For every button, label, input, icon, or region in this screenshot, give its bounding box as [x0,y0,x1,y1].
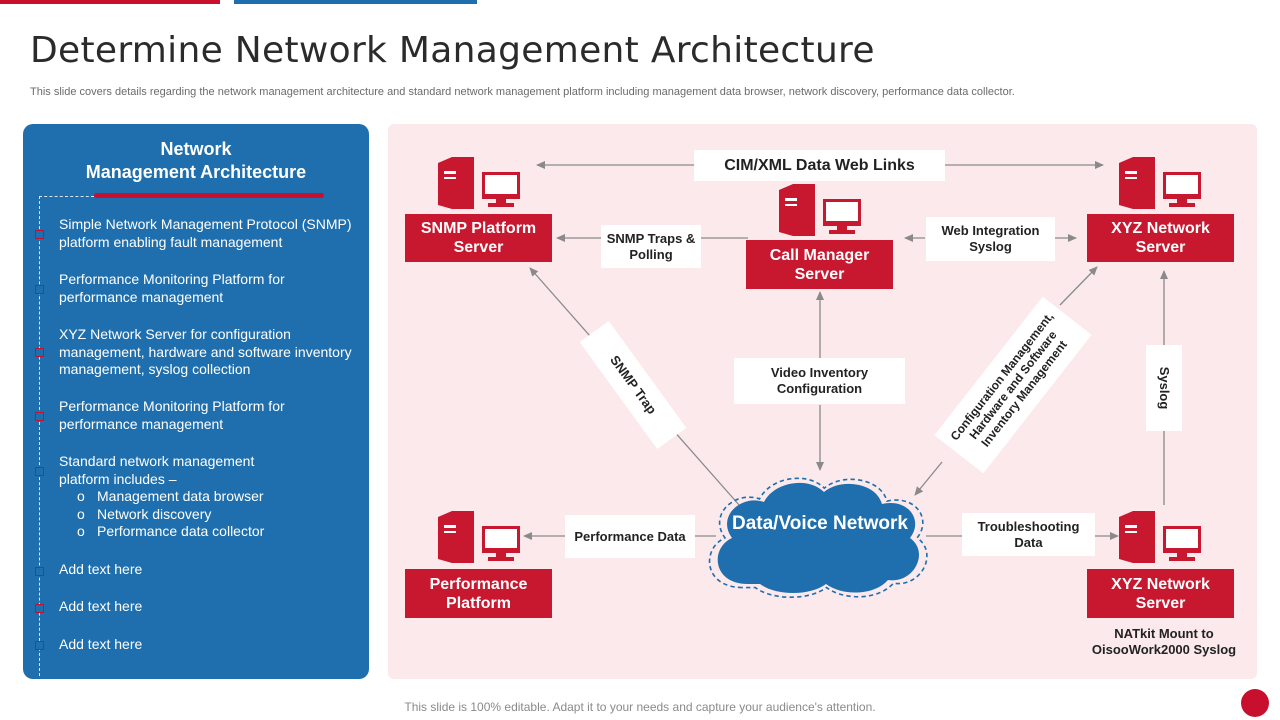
sub-list-item: Management data browser [59,488,289,506]
list-item: Add text here [59,561,143,577]
node-xyz-network-server-top: XYZ Network Server [1087,214,1234,262]
panel-title-line2: Management Architecture [85,162,307,182]
bullet-marker [35,567,44,576]
list-item: Add text here [59,598,143,614]
label-syslog: Syslog [1146,345,1182,431]
list-item: XYZ Network Server for configuration man… [59,326,352,377]
network-cloud-icon [708,477,928,598]
bullet-marker [35,641,44,650]
list-item: Performance Monitoring Platform for perf… [59,398,285,432]
computer-icon-snmp [438,157,520,209]
arrow-config-down [914,461,943,496]
page-title: Determine Network Management Architectur… [30,30,875,71]
computer-icon-xyz-bottom [1119,511,1201,563]
computer-icon-call-manager [779,184,861,236]
bullet-marker [35,348,44,357]
architecture-panel: Network Management Architecture Simple N… [23,124,369,679]
bullet-marker [35,467,44,476]
footer-note: This slide is 100% editable. Adapt it to… [404,700,876,714]
page-subtitle: This slide covers details regarding the … [30,86,1015,98]
label-performance-data: Performance Data [565,515,695,558]
arrow-config-up [1059,266,1098,306]
panel-title-underline [94,193,324,198]
list-item: Standard network management platform inc… [59,453,289,541]
panel-dashed-line [39,196,40,676]
list-item-text: Standard network management platform inc… [59,453,255,487]
sub-list-item: Performance data collector [59,523,289,541]
top-accent-bar-blue [234,0,477,4]
list-item: Add text here [59,636,143,652]
list-item: Performance Monitoring Platform for perf… [59,271,285,305]
bullet-marker [35,285,44,294]
panel-title-line1: Network [160,139,232,159]
label-video-inventory: Video Inventory Configuration [734,358,905,404]
label-web-integration-syslog: Web Integration Syslog [926,217,1055,261]
node-snmp-platform-server: SNMP Platform Server [405,214,552,262]
cloud-label: Data/Voice Network [732,513,908,534]
bullet-marker [35,230,44,239]
node-performance-platform: Performance Platform [405,569,552,618]
node-xyz-network-server-bottom: XYZ Network Server [1087,569,1234,618]
sub-list-item: Network discovery [59,506,289,524]
panel-dashed-connector [39,196,94,197]
top-accent-bar-red [0,0,220,4]
corner-dot [1241,689,1269,717]
label-troubleshooting-data: Troubleshooting Data [962,513,1095,556]
bullet-marker [35,412,44,421]
bullet-marker [35,604,44,613]
node-call-manager-server: Call Manager Server [746,240,893,289]
list-item: Simple Network Management Protocol (SNMP… [59,216,352,250]
computer-icon-performance [438,511,520,563]
computer-icon-xyz-top [1119,157,1201,209]
panel-title: Network Management Architecture [23,138,369,184]
label-cim-xml: CIM/XML Data Web Links [694,150,945,181]
label-natkit-mount: NATkit Mount to OisooWork2000 Syslog [1091,626,1237,657]
label-snmp-traps-polling: SNMP Traps & Polling [601,225,701,268]
